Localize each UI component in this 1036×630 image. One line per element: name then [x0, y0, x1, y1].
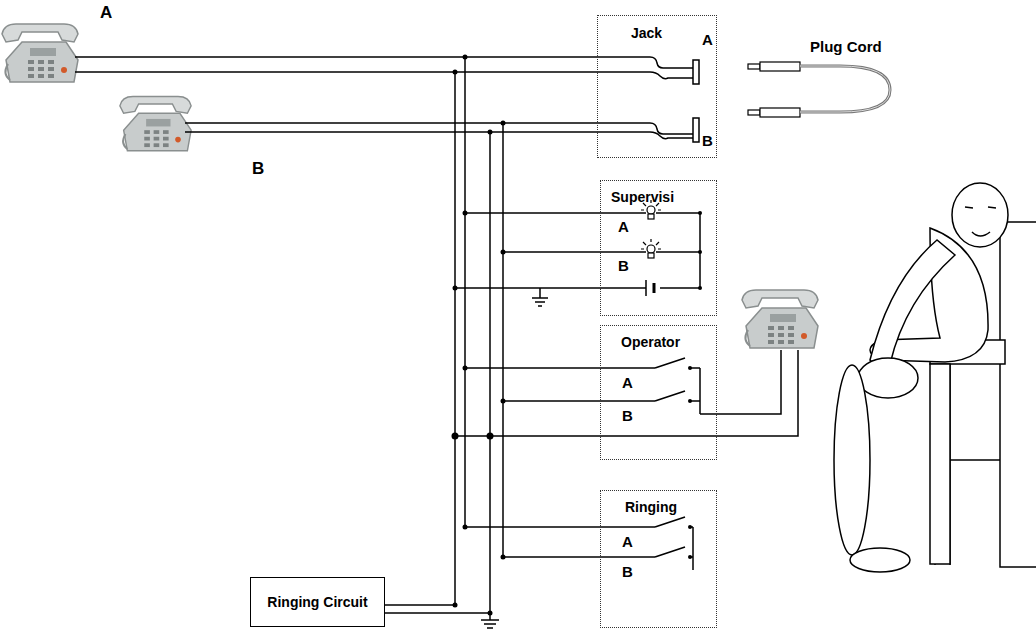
plug-cord	[748, 62, 890, 117]
operator-telephone	[742, 290, 818, 348]
lamp-label: B	[618, 257, 629, 274]
switch-label: B	[622, 407, 633, 424]
panel-title: Operator	[621, 334, 680, 351]
telephone-a	[2, 24, 78, 82]
ringing-panel: Ringing	[600, 490, 717, 628]
lamp-symbols	[641, 200, 661, 258]
jack-panel: Jack	[597, 15, 717, 158]
jack-plate	[693, 118, 699, 142]
plug-cord-label: Plug Cord	[810, 38, 882, 55]
panel-title: Supervisi	[611, 189, 674, 206]
switch-label: A	[622, 533, 633, 550]
panel-title: Ringing	[625, 499, 677, 516]
junction-dots	[452, 55, 703, 616]
panel-title: Ringing Circuit	[259, 594, 375, 611]
lamp-label: A	[618, 218, 629, 235]
ringing-circuit-box: Ringing Circuit	[250, 577, 385, 627]
telephone-b	[120, 96, 191, 150]
supervision-panel: Supervisi	[600, 180, 717, 316]
switch-label: A	[622, 374, 633, 391]
switch-label: B	[622, 563, 633, 580]
operator-person	[834, 183, 1036, 572]
wires	[75, 57, 798, 628]
jack-label: A	[702, 31, 713, 48]
jack-label: B	[702, 132, 713, 149]
phone-label: B	[252, 160, 264, 177]
operator-panel: Operator	[600, 325, 717, 460]
panel-title: Jack	[631, 25, 662, 42]
phone-label: A	[100, 4, 112, 21]
jack-plate	[693, 60, 699, 84]
